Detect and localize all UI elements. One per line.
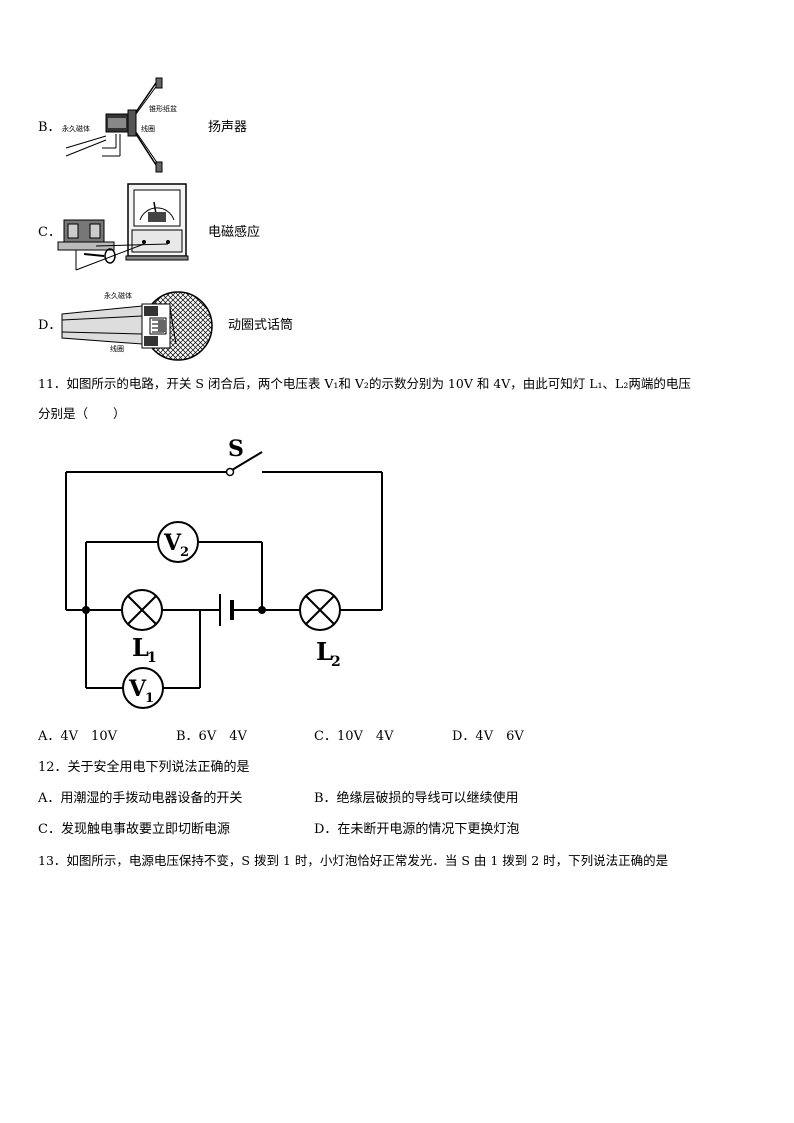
q12-stem: 12．关于安全用电下列说法正确的是 — [38, 760, 250, 775]
v2-subscript: 2 — [180, 545, 189, 560]
voltmeter-v2 — [157, 521, 199, 563]
mic-label-magnet: 永久磁体 — [104, 292, 132, 300]
l1-label: L — [132, 633, 149, 662]
circuit-diagram: S V 2 V 1 L 1 L 2 — [65, 436, 383, 709]
option-c-letter: C． — [38, 225, 61, 240]
switch-label: S — [228, 436, 244, 462]
lamp-l2 — [299, 589, 341, 631]
l2-subscript: 2 — [331, 654, 341, 670]
option-d-letter: D． — [38, 318, 62, 333]
mic-label-coil: 线圈 — [110, 345, 124, 353]
q11-stem-line1: 11．如图所示的电路，开关 S 闭合后，两个电压表 V₁和 V₂的示数分别为 1… — [38, 376, 691, 391]
v2-label: V — [163, 530, 182, 556]
loudspeaker-diagram — [65, 77, 163, 173]
q12-option-b[interactable]: B．绝缘层破损的导线可以继续使用 — [314, 791, 519, 806]
q11-option-b[interactable]: B．6V 4V — [176, 729, 247, 744]
q11-option-d[interactable]: D．4V 6V — [452, 729, 524, 744]
option-d-text: 动圈式话筒 — [228, 318, 294, 333]
v1-label: V — [128, 676, 147, 702]
q13-stem: 13．如图所示，电源电压保持不变，S 拨到 1 时，小灯泡恰好正常发光．当 S … — [38, 853, 669, 868]
option-b-letter: B． — [38, 120, 61, 135]
option-c-text: 电磁感应 — [208, 225, 261, 240]
q12-option-c[interactable]: C．发现触电事故要立即切断电源 — [38, 822, 230, 837]
q11-option-c[interactable]: C．10V 4V — [314, 729, 394, 744]
option-b-text: 扬声器 — [208, 120, 248, 135]
q11-stem-line2: 分别是（ ） — [38, 406, 126, 421]
lamp-l1 — [121, 589, 163, 631]
label-cone: 锥形纸盆 — [149, 105, 177, 113]
induction-diagram — [57, 183, 189, 271]
label-permanent-magnet: 永久磁体 — [62, 125, 90, 133]
microphone-diagram — [61, 291, 213, 361]
v1-subscript: 1 — [145, 691, 154, 706]
label-coil: 线圈 — [141, 125, 155, 133]
q12-option-a[interactable]: A．用潮湿的手拨动电器设备的开关 — [38, 791, 243, 806]
l2-label: L — [316, 637, 333, 666]
l1-subscript: 1 — [147, 650, 157, 666]
q12-option-d[interactable]: D．在未断开电源的情况下更换灯泡 — [314, 822, 520, 837]
q11-option-a[interactable]: A．4V 10V — [38, 729, 117, 744]
voltmeter-v1 — [122, 667, 164, 709]
